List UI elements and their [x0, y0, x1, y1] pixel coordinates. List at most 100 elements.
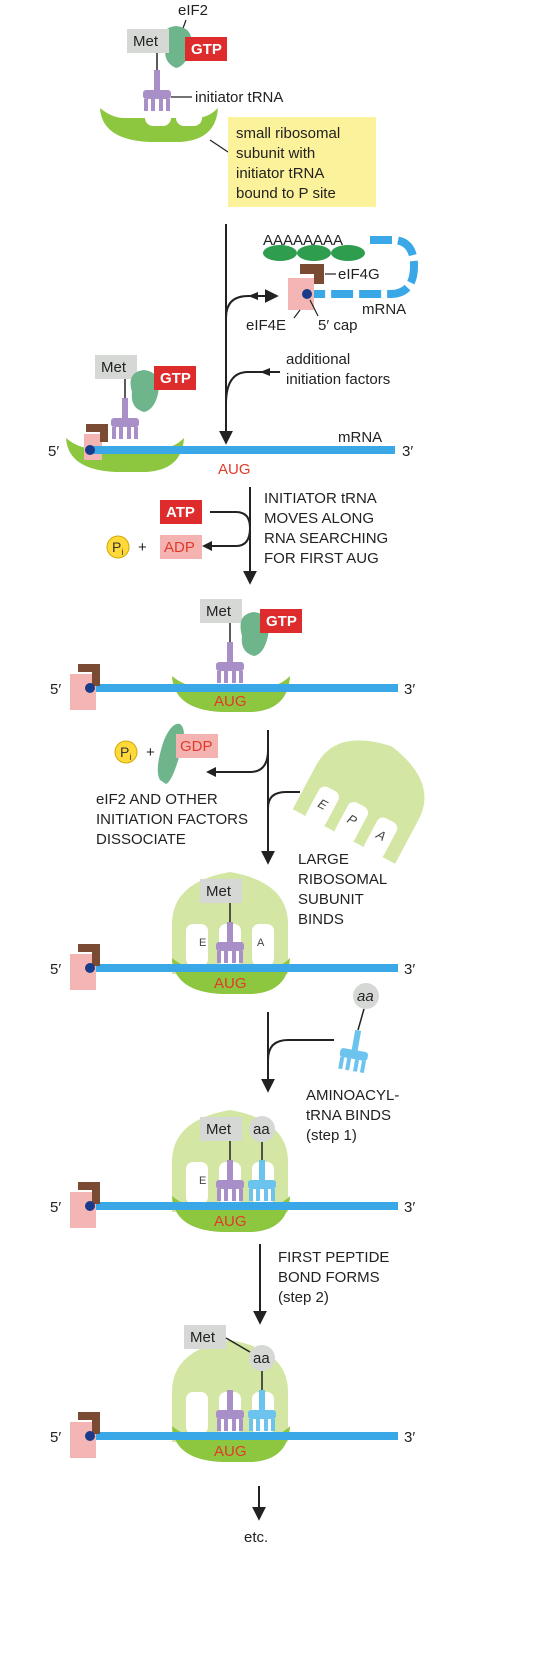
five-prime-6: 5′: [50, 1429, 61, 1446]
aminoacyl-hook: [267, 1039, 334, 1061]
note-line-4: bound to P site: [236, 185, 336, 202]
five-prime-3: 5′: [50, 681, 61, 698]
factors-feed-arrowtip: [260, 368, 270, 376]
arrow-1-mrna-loading: AAAAAAAA eIF4G mRNA eIF4E 5′ cap additio…: [219, 224, 419, 445]
site-e-5: E: [199, 1175, 206, 1187]
three-prime-2: 3′: [402, 443, 413, 460]
aminoacyl-line-2: tRNA BINDS: [306, 1107, 391, 1124]
met-label-6: Met: [190, 1329, 216, 1346]
site-e-4: E: [199, 937, 206, 949]
large-subunit-line-1: LARGE: [298, 851, 349, 868]
large-subunit-line-3: SUBUNIT: [298, 891, 364, 908]
pi-circle-1: [106, 535, 130, 559]
cap-complex-6: [70, 1412, 100, 1458]
met-box-5: [200, 1117, 242, 1141]
gtp-label: GTP: [191, 41, 222, 58]
gtp-label-2: GTP: [160, 370, 191, 387]
scan-step-line-2: MOVES ALONG: [264, 510, 374, 527]
aa-circle-6: [249, 1345, 275, 1371]
aminoacyl-line-3: (step 1): [306, 1127, 357, 1144]
adp-arrowtip: [202, 541, 212, 551]
eif4e-label: eIF4E: [246, 317, 286, 334]
eif2-protein-2: [130, 370, 159, 412]
aug-label-6: AUG: [214, 1443, 247, 1460]
peptide-line-1: FIRST PEPTIDE: [278, 1249, 389, 1266]
mrna-label-top: mRNA: [362, 301, 406, 318]
pi-circle-2: [114, 740, 138, 764]
met-label: Met: [133, 33, 159, 50]
arrow-3-subunit-joining: Pi + GDP eIF2 AND OTHER INITIATION FACTO…: [96, 723, 425, 928]
scan-step-line-3: RNA SEARCHING: [264, 530, 388, 547]
met-label-5: Met: [206, 1121, 232, 1138]
small-subunit-2: [66, 438, 184, 472]
site-a-4: A: [257, 937, 265, 949]
small-subunit-3: [172, 676, 290, 712]
atp-label: ATP: [166, 504, 195, 521]
aminoacyl-trna-free: [337, 1027, 372, 1074]
arrow-5-peptide-bond: FIRST PEPTIDE BOND FORMS (step 2): [253, 1244, 389, 1325]
met-box-3: [200, 599, 242, 623]
stage-5-aminoacyl-bound: Met aa E 5′ 3′ AUG: [50, 1110, 415, 1232]
pabp-2: [297, 245, 331, 261]
mrna-loop: [308, 236, 419, 298]
aa-label-free: aa: [357, 988, 374, 1005]
large-subunit-free: E P A: [292, 740, 425, 864]
adp-label: ADP: [164, 539, 195, 556]
scan-step-line-4: FOR FIRST AUG: [264, 550, 379, 567]
stage-3-at-start-codon: Met GTP 5′ 3′ AUG: [50, 599, 415, 712]
gtp-label-3: GTP: [266, 613, 297, 630]
aug-label-2: AUG: [218, 461, 251, 478]
gtp-box-3: [260, 609, 302, 633]
pabp-3: [331, 245, 365, 261]
three-prime-6: 3′: [404, 1429, 415, 1446]
met-label-3: Met: [206, 603, 232, 620]
dissociate-line-3: DISSOCIATE: [96, 831, 186, 848]
aa-label-6: aa: [253, 1350, 270, 1367]
three-prime-4: 3′: [404, 961, 415, 978]
pi-label-2: Pi: [120, 744, 131, 762]
pi-label-1: Pi: [112, 539, 123, 557]
note-line-3: initiator tRNA: [236, 165, 324, 182]
met-label-4: Met: [206, 883, 232, 900]
aug-label-4: AUG: [214, 975, 247, 992]
stage-1-small-subunit: eIF2 GTP Met initiator tRNA small riboso…: [100, 2, 376, 207]
gdp-box: [176, 734, 218, 758]
cap-label: 5′ cap: [318, 317, 358, 334]
initiator-trna-label: initiator tRNA: [195, 89, 283, 106]
aa-link-free: [357, 1008, 365, 1031]
peptide-line-2: BOND FORMS: [278, 1269, 380, 1286]
dissociate-hook: [214, 749, 269, 773]
etc-label: etc.: [244, 1529, 268, 1546]
mrna-feed-arrowtip: [248, 292, 258, 300]
cap-complex-5: [70, 1182, 100, 1228]
eif2-label: eIF2: [178, 2, 208, 19]
small-subunit-6: [172, 1426, 290, 1462]
peptide-bond-link: [225, 1337, 251, 1353]
large-subunit-line-2: RIBOSOMAL: [298, 871, 387, 888]
dissociate-line-2: INITIATION FACTORS: [96, 811, 248, 828]
five-prime-2: 5′: [48, 443, 59, 460]
dissociate-line-1: eIF2 AND OTHER: [96, 791, 218, 808]
eif4g-label: eIF4G: [338, 266, 380, 283]
met-box-4: [200, 879, 242, 903]
adp-box: [160, 535, 202, 559]
five-prime-5: 5′: [50, 1199, 61, 1216]
gdp-label: GDP: [180, 738, 213, 755]
small-subunit-4: [172, 958, 290, 994]
eif4g-2: [86, 424, 108, 442]
aa-circle-5: [249, 1116, 275, 1142]
aa-label-5: aa: [253, 1121, 270, 1138]
scan-step-line-1: INITIATOR tRNA: [264, 490, 377, 507]
large-subunit-hook: [267, 791, 300, 809]
met-box-6: [184, 1325, 226, 1349]
note-line-1: small ribosomal: [236, 125, 340, 142]
eif4g-protein: [300, 264, 324, 284]
final-arrow: etc.: [244, 1486, 268, 1546]
small-subunit-note-box: [228, 117, 376, 207]
cap-complex-4: [70, 944, 100, 990]
three-prime-3: 3′: [404, 681, 415, 698]
arrow-2-scanning: ATP ADP Pi + INITIATOR tRNA MOVES ALONG …: [106, 487, 388, 585]
met-box: [127, 29, 169, 53]
peptide-line-3: (step 2): [278, 1289, 329, 1306]
